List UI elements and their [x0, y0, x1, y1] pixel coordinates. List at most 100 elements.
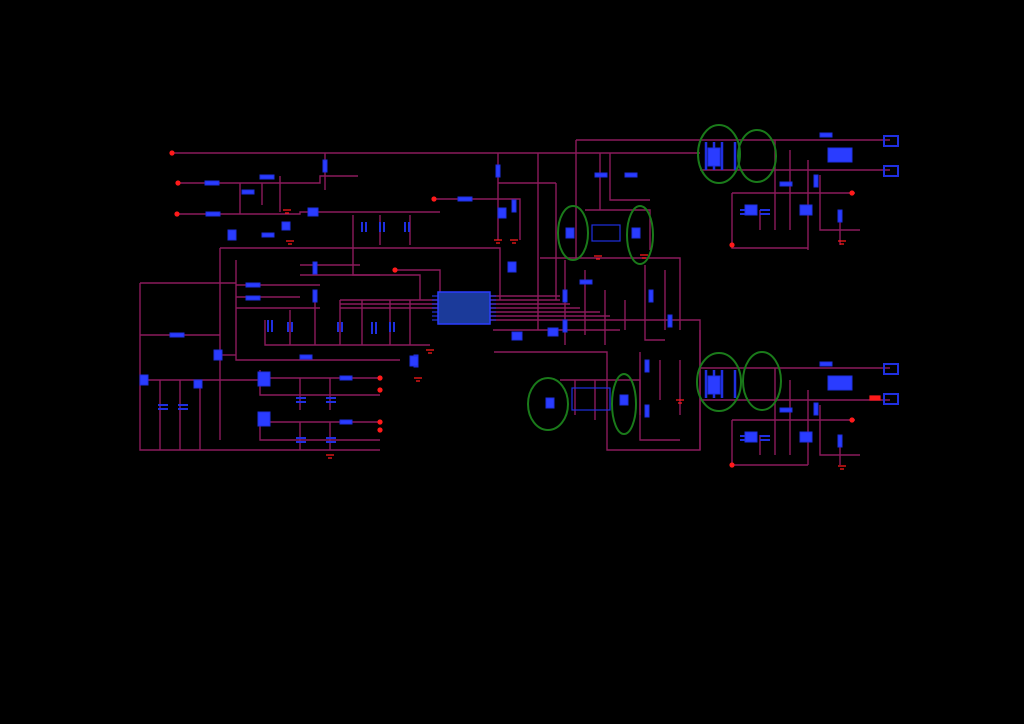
resistor — [245, 295, 261, 301]
highlight-ellipse — [737, 129, 777, 183]
wire — [599, 153, 650, 210]
output-connector — [883, 363, 899, 375]
transistor — [799, 204, 813, 216]
transistor — [619, 394, 629, 406]
transistor — [547, 327, 559, 337]
terminal-dot — [392, 267, 398, 273]
main-ic-pins — [432, 295, 496, 321]
capacitor — [760, 435, 770, 441]
highlight-ellipse — [696, 352, 742, 412]
resistor — [594, 172, 608, 178]
wire-network — [139, 139, 890, 466]
resistor — [322, 159, 328, 173]
wire — [639, 352, 680, 441]
resistor — [339, 375, 353, 381]
resistor — [511, 199, 517, 213]
terminal-markers — [169, 150, 881, 470]
highlight-annotations — [527, 124, 782, 435]
resistor — [562, 319, 568, 333]
wire — [239, 176, 281, 214]
resistor — [245, 282, 261, 288]
highlight-ellipse — [611, 373, 637, 435]
terminal-dot — [849, 417, 855, 423]
resistor — [204, 180, 220, 186]
resistor — [312, 289, 318, 303]
resistor — [624, 172, 638, 178]
capacitor — [337, 322, 343, 332]
wire — [235, 260, 400, 361]
terminal-dot — [729, 462, 735, 468]
capacitor — [267, 320, 273, 332]
terminal-dot — [377, 427, 383, 433]
terminal-dot — [729, 242, 735, 248]
resistor — [241, 189, 255, 195]
terminal-dot — [377, 375, 383, 381]
wire — [395, 269, 441, 295]
wire — [300, 264, 380, 276]
capacitor — [287, 322, 293, 332]
resistor — [819, 132, 833, 138]
resistor — [339, 419, 353, 425]
ground-symbol — [414, 377, 422, 382]
capacitor — [296, 437, 306, 443]
ground-symbol — [326, 454, 334, 459]
ground-symbol — [640, 254, 648, 259]
transistor — [507, 261, 517, 273]
components — [139, 132, 899, 448]
transformer-core — [707, 375, 721, 395]
highlight-ellipse — [626, 205, 654, 265]
capacitor — [158, 404, 168, 410]
terminal-block — [869, 395, 881, 401]
transistor — [631, 227, 641, 239]
transistor — [511, 331, 523, 341]
capacitor — [178, 404, 188, 410]
wire — [731, 192, 855, 249]
ic-pin — [490, 295, 496, 321]
resistor — [495, 164, 501, 178]
highlight-ellipse — [742, 351, 782, 411]
terminal-dot — [175, 180, 181, 186]
wire — [700, 139, 890, 171]
small-ic — [571, 387, 611, 411]
ic-pin — [432, 295, 438, 321]
transistor — [409, 355, 419, 367]
ground-symbol — [510, 239, 518, 244]
capacitor — [760, 209, 770, 215]
wire — [585, 209, 651, 250]
resistor — [779, 407, 793, 413]
capacitor — [326, 437, 336, 443]
resistor — [813, 174, 819, 188]
wire — [299, 378, 331, 450]
capacitor — [296, 397, 306, 403]
transistor — [545, 397, 555, 409]
transistor — [307, 207, 319, 217]
capacitor — [326, 397, 336, 403]
resistor — [205, 211, 221, 217]
capacitor — [404, 222, 410, 232]
resistor — [562, 289, 568, 303]
wire — [659, 360, 681, 415]
capacitor — [371, 322, 377, 334]
wire — [494, 319, 701, 451]
transistor — [227, 229, 237, 241]
highlight-ellipse — [697, 124, 741, 184]
transistor — [139, 374, 149, 386]
ground-symbol — [838, 465, 846, 470]
ground-symbol — [838, 240, 846, 245]
resistor — [813, 402, 819, 416]
wire-bus — [490, 295, 620, 321]
transistor — [744, 431, 758, 443]
transistor — [193, 379, 203, 389]
ground-symbol — [594, 255, 602, 260]
main-ic — [432, 291, 496, 325]
wire — [774, 368, 809, 465]
transistor — [565, 227, 575, 239]
ground-symbol — [426, 349, 434, 354]
transformer-core — [707, 147, 721, 167]
wire — [220, 247, 501, 300]
resistor — [261, 232, 275, 238]
wire — [177, 211, 440, 215]
resistor — [648, 289, 654, 303]
highlight-ellipse — [557, 205, 589, 261]
